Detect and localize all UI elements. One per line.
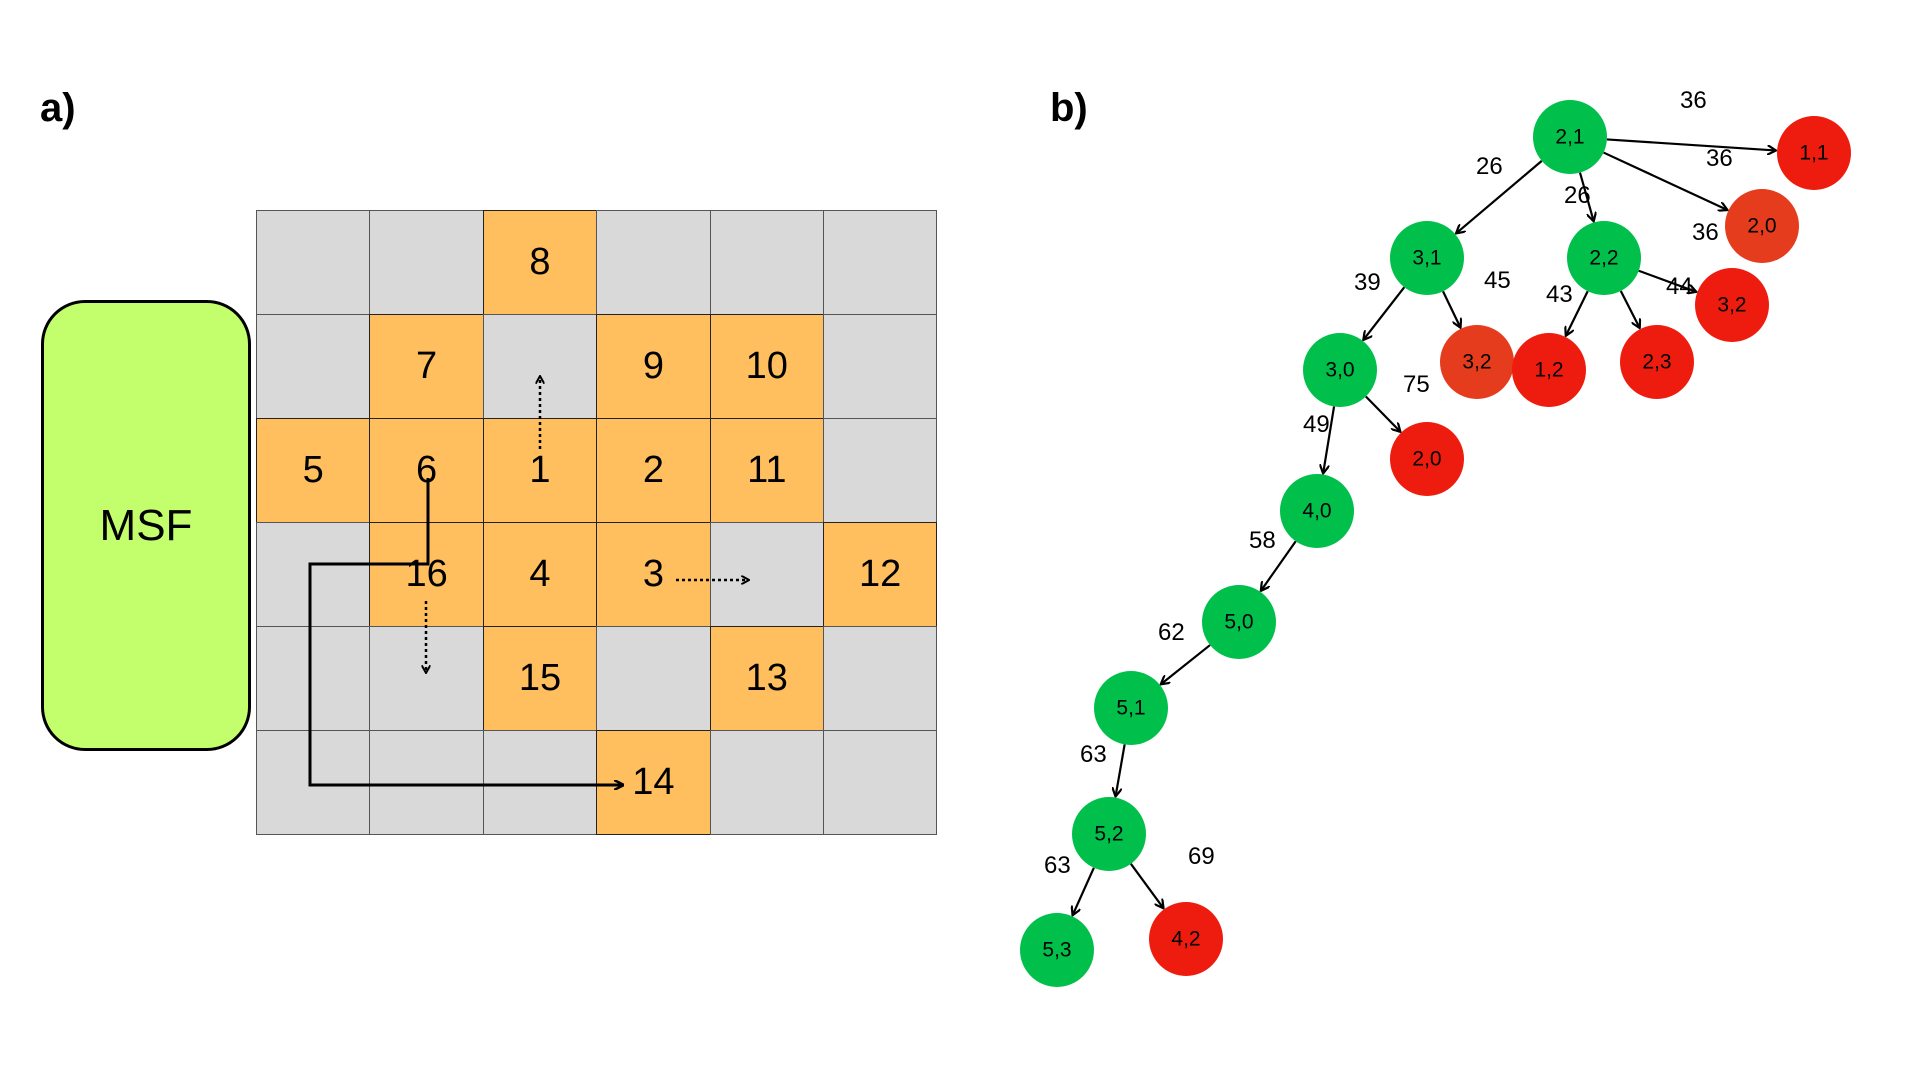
tree-node-label: 5,0	[1224, 611, 1253, 634]
grid-cell	[823, 210, 938, 315]
grid-cell: 13	[709, 626, 824, 731]
tree-node-pruned	[1512, 333, 1586, 407]
tree-node-explored	[1072, 797, 1146, 871]
tree-node-label: 3,2	[1462, 351, 1491, 374]
grid-cell: 7	[369, 314, 484, 419]
tree-edge	[1638, 269, 1696, 292]
tree-edge	[1129, 863, 1163, 908]
grid-cell	[709, 730, 824, 835]
grid-cell: 8	[482, 210, 598, 315]
edge-weight-label: 44	[1666, 273, 1693, 300]
tree-node-label: 3,0	[1325, 359, 1354, 382]
tree-node-label: 5,2	[1094, 823, 1123, 846]
tree-node-label: 1,2	[1534, 359, 1563, 382]
msf-box: MSF	[41, 300, 251, 751]
tree-node-pruned	[1390, 422, 1464, 496]
tree-edge	[1323, 406, 1336, 473]
edge-weight-label: 75	[1403, 371, 1430, 398]
tree-edge	[1457, 160, 1543, 233]
tree-node-pruned_alt	[1440, 325, 1514, 399]
tree-node-pruned	[1777, 116, 1851, 190]
tree-node-explored	[1020, 913, 1094, 987]
edge-weight-label: 26	[1476, 153, 1503, 180]
tree-node-explored	[1280, 474, 1354, 548]
tree-node-explored	[1567, 221, 1641, 295]
grid-cell	[823, 626, 938, 731]
tree-edge	[1566, 290, 1589, 335]
tree-edge	[1603, 151, 1727, 210]
edge-weight-label: 36	[1680, 87, 1707, 114]
edge-weight-label: 63	[1080, 741, 1107, 768]
tree-edge	[1606, 138, 1775, 150]
tree-edge	[1162, 644, 1211, 684]
tree-node-pruned	[1695, 268, 1769, 342]
tree-node-label: 3,2	[1717, 294, 1746, 317]
grid-cell: 9	[596, 314, 711, 419]
tree-edge	[1442, 290, 1460, 327]
tree-node-label: 1,1	[1799, 142, 1828, 165]
tree-node-explored	[1094, 671, 1168, 745]
tree-edge	[1073, 867, 1095, 915]
tree-node-pruned	[1620, 325, 1694, 399]
panel-a-label: a)	[40, 86, 76, 130]
edge-weight-label: 63	[1044, 852, 1071, 879]
tree-edge	[1619, 290, 1639, 327]
tree-node-label: 2,3	[1642, 351, 1671, 374]
grid-cell	[709, 522, 824, 627]
edge-weight-label: 36	[1692, 219, 1719, 246]
msf-label: MSF	[99, 500, 193, 550]
edge-weight-label: 43	[1546, 281, 1573, 308]
edge-weight-label: 58	[1249, 527, 1276, 554]
tree-node-explored	[1390, 221, 1464, 295]
edge-weight-label: 39	[1354, 269, 1381, 296]
tree-edge	[1116, 744, 1126, 795]
panel-b-label: b)	[1050, 86, 1088, 130]
edge-weight-label: 26	[1564, 182, 1591, 209]
tree-node-label: 2,0	[1412, 448, 1441, 471]
tree-node-pruned	[1149, 902, 1223, 976]
tree-edge	[1578, 172, 1593, 221]
grid-cell	[596, 210, 711, 315]
tree-node-label: 5,1	[1116, 697, 1145, 720]
tree-node-label: 5,3	[1042, 939, 1071, 962]
tree-node-label: 2,0	[1747, 215, 1776, 238]
tree-node-label: 3,1	[1412, 247, 1441, 270]
grid-cell	[709, 210, 824, 315]
tree-node-label: 2,1	[1555, 126, 1584, 149]
tree-node-explored	[1303, 333, 1377, 407]
tree-node-explored	[1533, 100, 1607, 174]
grid-cell: 10	[709, 314, 824, 419]
edge-weight-label: 62	[1158, 619, 1185, 646]
tree-edge	[1364, 286, 1406, 339]
grid-cell	[823, 730, 938, 835]
edge-weight-label: 49	[1303, 411, 1330, 438]
edge-weight-label: 45	[1484, 267, 1511, 294]
tree-edge	[1261, 540, 1297, 590]
edge-weight-label: 36	[1706, 145, 1733, 172]
grid-cell	[823, 314, 938, 419]
grid-cell: 11	[709, 418, 824, 523]
tree-node-label: 4,0	[1302, 500, 1331, 523]
tree-node-explored	[1202, 585, 1276, 659]
edge-weight-label: 69	[1188, 843, 1215, 870]
tree-node-label: 2,2	[1589, 247, 1618, 270]
tree-node-label: 4,2	[1171, 928, 1200, 951]
tree-edge	[1365, 395, 1400, 431]
grid-cell	[256, 210, 371, 315]
tree-node-pruned_alt	[1725, 189, 1799, 263]
